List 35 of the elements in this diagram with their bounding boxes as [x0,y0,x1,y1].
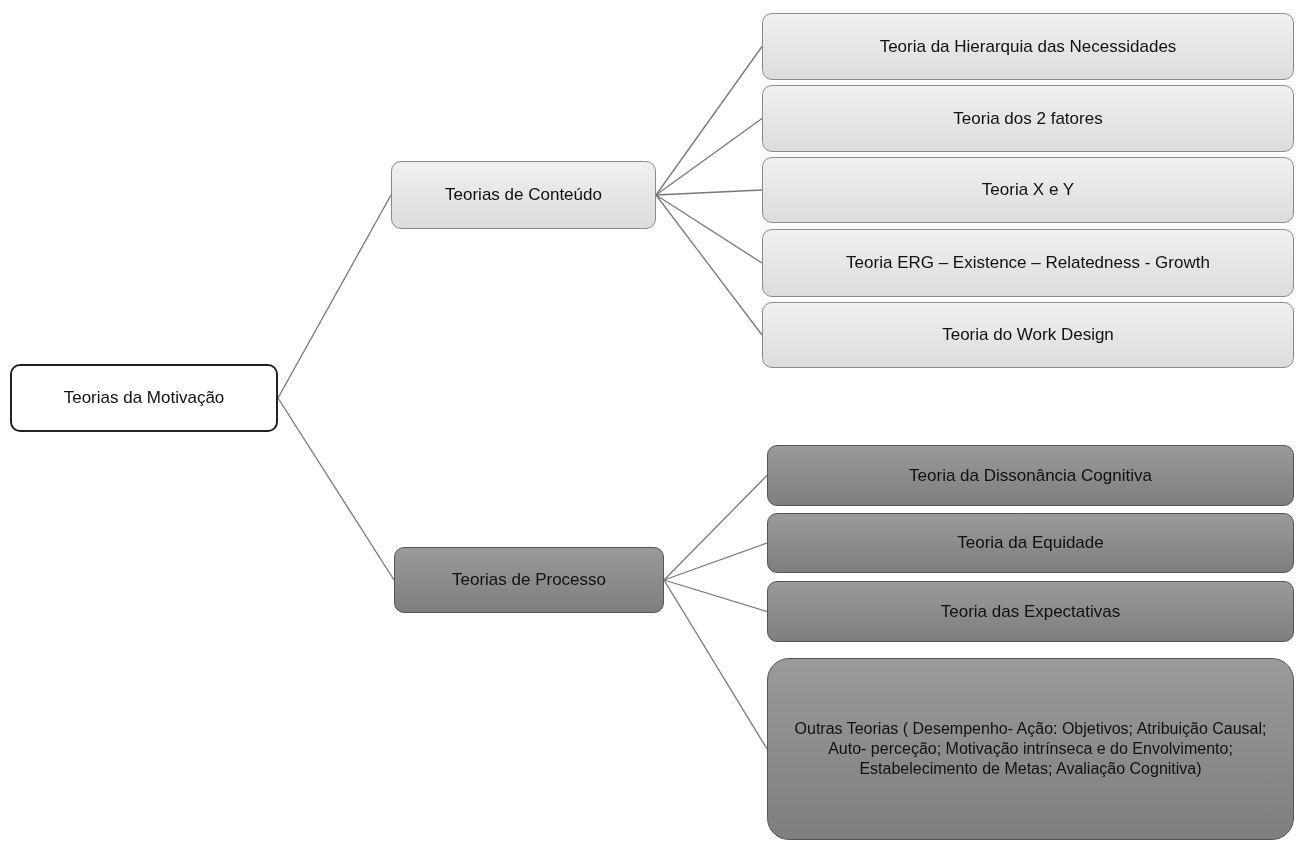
topic-box [762,157,1294,223]
connector-line [655,194,763,336]
connector-line [655,194,763,264]
connector-line [655,189,763,196]
topic-box [394,547,664,613]
connector-line [663,474,768,581]
connector-line [655,45,763,196]
topic-box [767,658,1294,840]
topic-box [762,302,1294,368]
topic-label: Outras Teorias ( Desempenho- Ação: Objetivos; Atribuição Causal; Auto- perceção; Motivação intrínseca e do Envolvimento; Estabelecimento de Metas; Avaliação Cognitiva) [793,719,1268,779]
topic-box [762,13,1294,80]
connector-line [663,542,768,581]
topic-label: Teoria da Equidade [957,532,1104,554]
topic-label: Teoria da Dissonância Cognitiva [909,464,1152,487]
topic-label: Teorias de Processo [452,569,606,591]
topic-label: Teoria X e Y [981,179,1075,201]
topic-box [762,85,1294,152]
topic-box [762,229,1294,297]
topic-label: Teoria da Hierarquia das Necessidades [879,35,1177,58]
topic-label: Teoria das Expectativas [940,600,1121,623]
connector-line [277,397,395,581]
connector-line [663,579,768,613]
topic-box [10,364,278,432]
topic-label: Teorias da Motivação [63,387,225,409]
connector-line [655,117,763,196]
topic-label: Teorias de Conteúdo [445,184,602,206]
topic-box [767,581,1294,642]
connector-line [277,194,392,399]
connector-line [663,579,768,750]
topic-label: Teoria dos 2 fatores [953,107,1103,130]
topic-label: Teoria do Work Design [942,324,1114,346]
topic-box [767,445,1294,506]
topic-box [391,161,656,229]
topic-box [767,513,1294,573]
topic-label: Teoria ERG – Existence – Relatedness - Growth [846,252,1210,274]
